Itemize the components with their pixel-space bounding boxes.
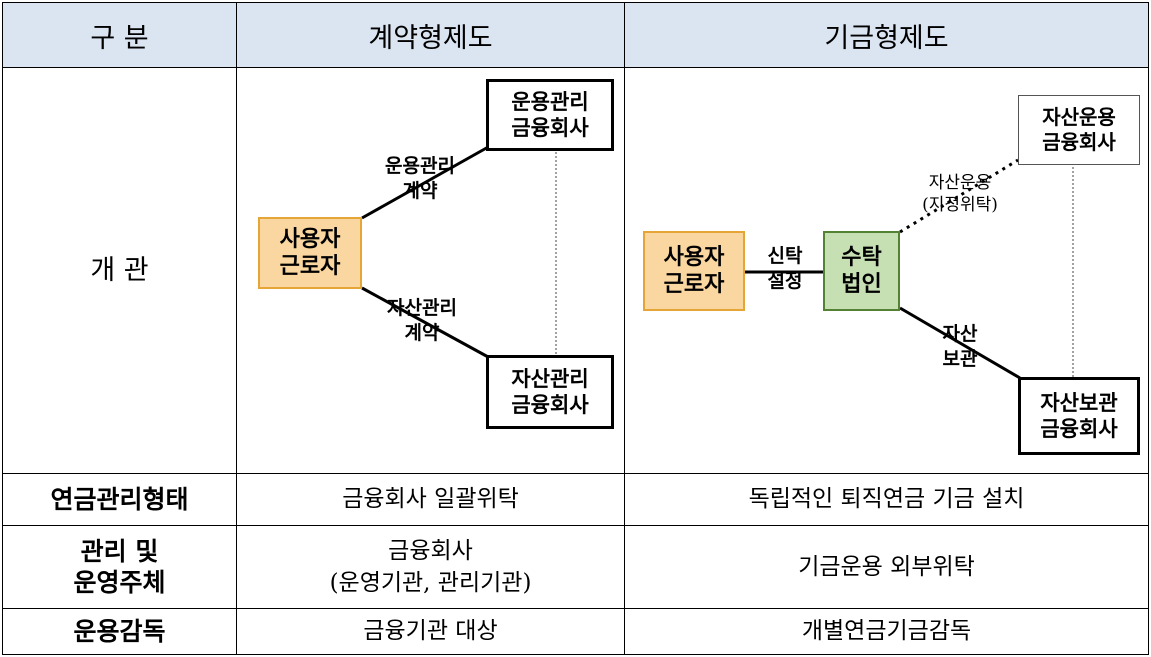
row-operator-contract-cell: 금융회사 (운영기관, 관리기관) <box>236 525 625 609</box>
fund-custody-company-text: 자산보관 금융회사 <box>1040 390 1118 441</box>
contract-mgmt-company-box: 운용관리 금융회사 <box>486 79 614 151</box>
contract-asset-company-box: 자산관리 금융회사 <box>486 355 614 429</box>
row-supervision-fund-cell: 개별연금기금감독 <box>624 608 1149 655</box>
contract-line-to-mgmt <box>361 144 491 220</box>
fund-asset-mgmt-company-text: 자산운용 금융회사 <box>1042 105 1116 154</box>
contract-asset-contract-label: 자산관리 계약 <box>387 297 457 344</box>
fund-asset-mgmt-company-box: 자산운용 금융회사 <box>1018 95 1140 165</box>
fund-custody-company-box: 자산보관 금융회사 <box>1018 377 1140 455</box>
contract-asset-company-text: 자산관리 금융회사 <box>511 366 589 417</box>
row-supervision-contract-cell: 금융기관 대상 <box>236 608 625 655</box>
row-supervision-label: 운용감독 <box>73 616 166 646</box>
row-pension-mgmt-contract-value: 금융회사 일괄위탁 <box>342 486 519 513</box>
header-category: 구 분 <box>2 2 237 68</box>
fund-trustee-text: 수탁 법인 <box>841 244 882 298</box>
header-category-text: 구 분 <box>90 22 149 54</box>
row-operator-label: 관리 및 운영주체 <box>73 536 166 597</box>
row-operator-contract-value: 금융회사 (운영기관, 관리기관) <box>329 537 532 596</box>
row-operator-fund-value: 기금운용 외부위탁 <box>798 553 975 580</box>
row-supervision-fund-value: 개별연금기금감독 <box>801 618 972 645</box>
fund-employer-box: 사용자 근로자 <box>643 231 745 311</box>
header-fund-type-text: 기금형제도 <box>824 22 949 54</box>
row-operator-label-cell: 관리 및 운영주체 <box>2 525 237 609</box>
row-operator-fund-cell: 기금운용 외부위탁 <box>624 525 1149 609</box>
fund-trustee-box: 수탁 법인 <box>823 231 900 311</box>
row-supervision-contract-value: 금융기관 대상 <box>363 618 498 645</box>
fund-custody-label: 자산 보관 <box>942 323 978 370</box>
row-supervision-label-cell: 운용감독 <box>2 608 237 655</box>
row-pension-mgmt-contract-cell: 금융회사 일괄위탁 <box>236 473 625 526</box>
contract-mgmt-company-text: 운용관리 금융회사 <box>511 89 589 140</box>
row-pension-mgmt-fund-value: 독립적인 퇴직연금 기금 설치 <box>748 486 1025 513</box>
contract-line-to-asset <box>361 286 491 360</box>
row-pension-mgmt-label-cell: 연금관리형태 <box>2 473 237 526</box>
contract-employer-text: 사용자 근로자 <box>279 226 341 280</box>
row-pension-mgmt-label: 연금관리형태 <box>50 484 189 514</box>
fund-trust-setup-label: 신탁 설정 <box>767 245 803 292</box>
header-fund-type: 기금형제도 <box>624 2 1149 68</box>
header-contract-type-text: 계약형제도 <box>368 22 493 54</box>
contract-employer-box: 사용자 근로자 <box>258 217 362 289</box>
row-pension-mgmt-fund-cell: 독립적인 퇴직연금 기금 설치 <box>624 473 1149 526</box>
fund-employer-text: 사용자 근로자 <box>663 244 725 298</box>
fund-line-custody <box>899 306 1021 380</box>
fund-asset-mgmt-label: 자산운용 (지정위탁) <box>922 173 998 216</box>
contract-mgmt-contract-label: 운용관리 계약 <box>385 155 455 202</box>
overview-label: 개 관 <box>90 254 149 286</box>
